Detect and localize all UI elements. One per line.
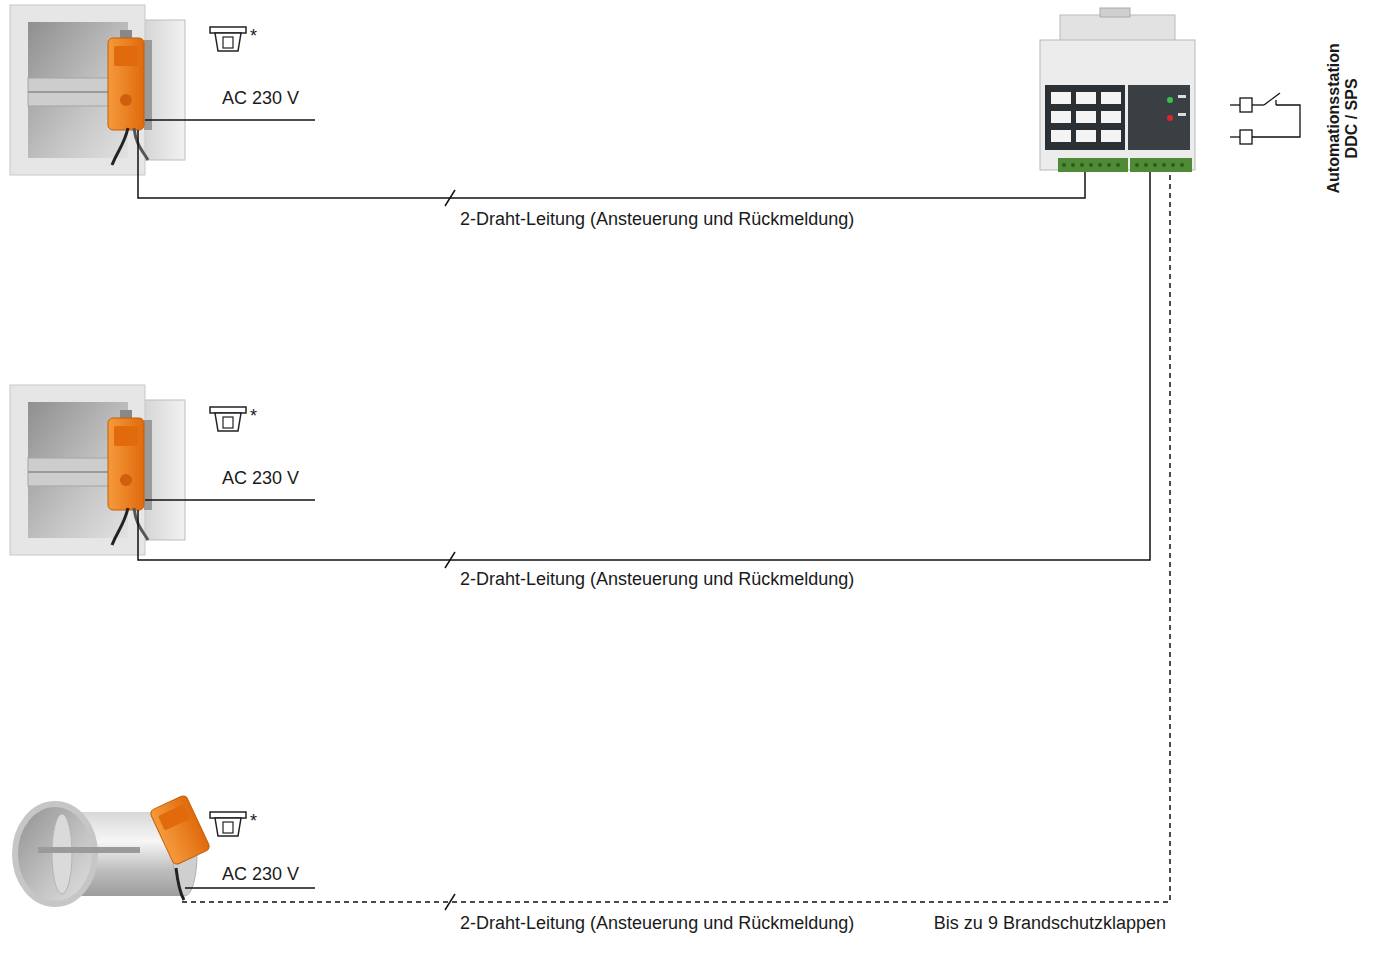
wire-label: 2-Draht-Leitung (Ansteuerung und Rückmel…: [460, 913, 854, 934]
note-label: Bis zu 9 Brandschutzklappen: [934, 913, 1166, 934]
wire-slash: [445, 190, 455, 206]
wire-label: 2-Draht-Leitung (Ansteuerung und Rückmel…: [460, 569, 854, 590]
power-wire: [145, 499, 315, 501]
footnote-mark: *: [250, 811, 257, 832]
round-fire-damper: [15, 794, 211, 904]
smoke-detector-symbol: [210, 407, 246, 431]
voltage-label: AC 230 V: [222, 468, 299, 489]
wire-slash: [445, 552, 455, 568]
voltage-label: AC 230 V: [222, 88, 299, 109]
controller-module: [1040, 8, 1195, 172]
power-wire: [185, 887, 315, 889]
smoke-detector-symbol: [210, 27, 246, 51]
wire-label: 2-Draht-Leitung (Ansteuerung und Rückmel…: [460, 209, 854, 230]
footnote-mark: *: [250, 26, 257, 47]
voltage-label: AC 230 V: [222, 864, 299, 885]
station-label: Automationsstation DDC / SPS: [1325, 33, 1362, 203]
two-wire-line: [138, 172, 1150, 560]
footnote-mark: *: [250, 406, 257, 427]
relay-symbol: [1230, 93, 1300, 144]
fire-damper: [10, 5, 185, 175]
power-wire: [145, 119, 315, 121]
two-wire-line: [138, 130, 1085, 198]
two-wire-line-dashed: [182, 174, 1170, 902]
wire-slash: [445, 894, 455, 910]
fire-damper: [10, 385, 185, 555]
smoke-detector-symbol: [210, 812, 246, 836]
